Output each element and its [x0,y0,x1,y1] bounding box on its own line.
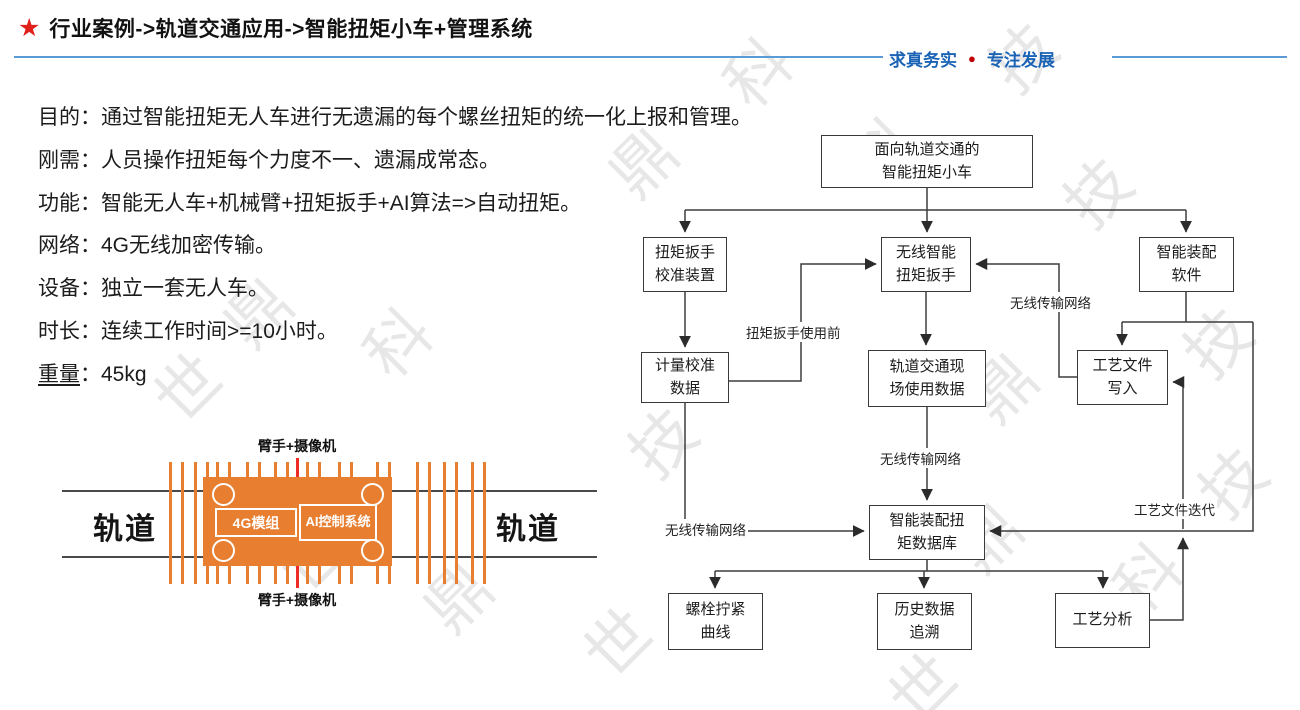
rail-tie [443,462,458,584]
rail-label-right: 轨道 [496,513,560,546]
rail-label-left: 轨道 [93,513,157,546]
spec-colon: ： [80,106,101,129]
edge-label-wireless-network-mid: 无线传输网络 [878,448,963,468]
flow-node-calibration-device: 扭矩扳手 校准装置 [643,237,727,292]
tagline-left: 求真务实 [889,51,957,70]
flow-node-process-file-write: 工艺文件 写入 [1077,350,1168,405]
spec-colon: ： [80,149,101,172]
spec-row-function: 功能：智能无人车+机械臂+扭矩扳手+AI算法=>自动扭矩。 [38,187,581,217]
spec-row-purpose: 目的：通过智能扭矩无人车进行无遗漏的每个螺丝扭矩的统一化上报和管理。 [38,101,752,131]
spec-label: 重量 [38,363,80,386]
edge-label-wireless-network-top: 无线传输网络 [1008,292,1093,312]
tagline-right: 专注发展 [986,51,1055,70]
spec-colon: ： [80,277,101,300]
spec-text: 连续工作时间>=10小时。 [101,320,338,343]
flow-node-root: 面向轨道交通的 智能扭矩小车 [821,135,1033,188]
header-rule-right [1112,56,1287,58]
spec-text: 人员操作扭矩每个力度不一、遗漏成常态。 [101,149,500,172]
flow-node-process-analysis: 工艺分析 [1055,593,1150,648]
torque-cart: 4G模组 AI控制系统 [203,477,392,566]
spec-label: 网络 [38,234,80,257]
cart-diagram: 臂手+摄像机 臂手+摄像机 4G模组 AI控制系统 轨道 轨道 [60,430,600,620]
edge-label-wrench-before-use: 扭矩扳手使用前 [744,322,843,342]
wheel-icon [212,483,235,506]
wheel-icon [212,539,235,562]
camera-mast-bottom [296,566,299,588]
spec-label: 时长 [38,320,80,343]
rail-tie [416,462,431,584]
spec-row-weight: 重量：45kg [38,358,147,388]
spec-colon: ： [80,192,101,215]
flow-node-bolt-curve: 螺栓拧紧 曲线 [668,593,763,650]
camera-mast-top [296,458,299,477]
tagline-dot-icon: ● [968,51,976,66]
spec-text: 4G无线加密传输。 [101,234,277,257]
module-ai-control: AI控制系统 [299,504,377,541]
spec-label: 功能 [38,192,80,215]
rail-tie [169,462,184,584]
spec-colon: ： [80,363,101,386]
spec-label: 设备 [38,277,80,300]
spec-colon: ： [80,320,101,343]
edge-label-process-file-iteration: 工艺文件迭代 [1132,499,1217,519]
flow-node-assembly-software: 智能装配 软件 [1139,237,1234,292]
flow-node-metrology-data: 计量校准 数据 [641,352,729,403]
spec-text: 智能无人车+机械臂+扭矩扳手+AI算法=>自动扭矩。 [101,192,582,215]
spec-label: 刚需 [38,149,80,172]
edge-label-wireless-network-left: 无线传输网络 [663,519,748,539]
flow-node-history-trace: 历史数据 追溯 [877,593,972,650]
spec-label: 目的 [38,106,80,129]
spec-text: 45kg [101,363,147,386]
header-rule-left [14,56,883,58]
flow-node-wireless-wrench: 无线智能 扭矩扳手 [881,237,971,292]
rail-tie [471,462,486,584]
arm-camera-label-top: 臂手+摄像机 [257,438,337,454]
spec-text: 通过智能扭矩无人车进行无遗漏的每个螺丝扭矩的统一化上报和管理。 [101,106,752,129]
star-icon: ★ [18,13,41,42]
spec-row-need: 刚需：人员操作扭矩每个力度不一、遗漏成常态。 [38,144,500,174]
header: ★ 行业案例->轨道交通应用->智能扭矩小车+管理系统 [18,13,533,43]
flow-node-torque-database: 智能装配扭 矩数据库 [869,505,985,560]
spec-row-network: 网络：4G无线加密传输。 [38,229,276,259]
spec-text: 独立一套无人车。 [101,277,269,300]
page-title: 行业案例->轨道交通应用->智能扭矩小车+管理系统 [49,18,533,41]
tagline: 求真务实 ● 专注发展 [889,46,1055,71]
arm-camera-label-bottom: 臂手+摄像机 [257,592,337,608]
spec-row-duration: 时长：连续工作时间>=10小时。 [38,315,338,345]
spec-row-device: 设备：独立一套无人车。 [38,272,269,302]
flow-node-field-usage-data: 轨道交通现 场使用数据 [868,350,986,407]
spec-colon: ： [80,234,101,257]
module-4g: 4G模组 [215,508,297,537]
